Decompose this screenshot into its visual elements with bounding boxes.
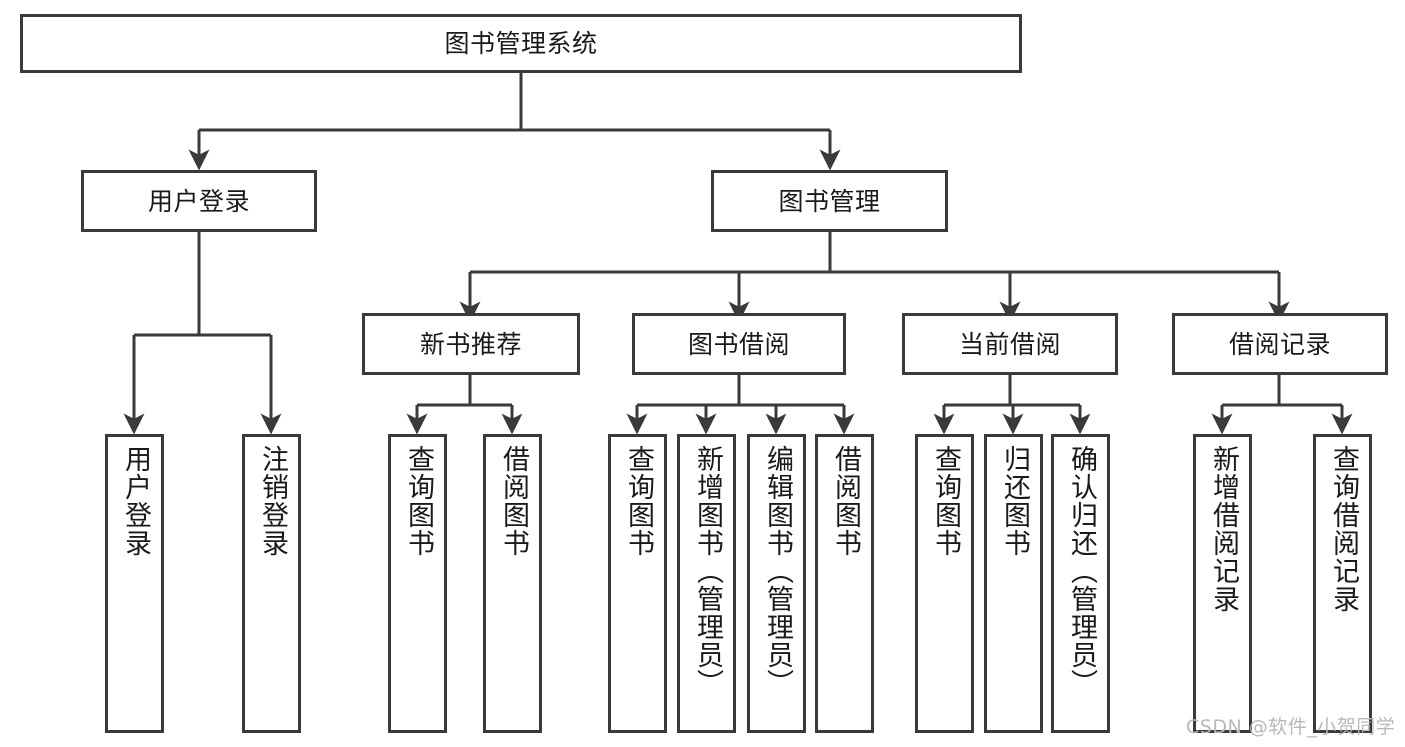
node-book-borrow[interactable]: 图书借阅 (632, 313, 846, 375)
node-root-system[interactable]: 图书管理系统 (20, 14, 1022, 73)
node-label: 注销登录 (256, 445, 288, 557)
leaf-query-book-current[interactable]: 查询图书 (915, 434, 974, 733)
node-label: 图书管理系统 (444, 29, 598, 58)
leaf-logout[interactable]: 注销登录 (242, 434, 301, 733)
node-label: 用户登录 (119, 445, 151, 557)
node-label: 编辑图书（管理员） (761, 445, 793, 697)
node-label: 当前借阅 (958, 329, 1061, 359)
node-label: 查询图书 (929, 445, 961, 557)
node-label: 图书借阅 (687, 329, 790, 359)
node-label: 归还图书 (998, 445, 1030, 557)
node-label: 用户登录 (147, 186, 250, 216)
watermark: CSDN @软件_小贺同学 (1186, 716, 1396, 738)
leaf-query-borrow-record[interactable]: 查询借阅记录 (1313, 434, 1372, 733)
node-new-book-recommend[interactable]: 新书推荐 (362, 313, 580, 375)
leaf-query-book-recommend[interactable]: 查询图书 (388, 434, 447, 733)
node-label: 新增借阅记录 (1207, 445, 1239, 613)
node-current-borrow[interactable]: 当前借阅 (902, 313, 1118, 375)
node-book-management[interactable]: 图书管理 (711, 170, 948, 232)
node-user-login[interactable]: 用户登录 (81, 170, 317, 232)
leaf-confirm-return-admin[interactable]: 确认归还（管理员） (1051, 434, 1110, 733)
node-label: 查询图书 (622, 445, 654, 557)
leaf-borrow-book-recommend[interactable]: 借阅图书 (483, 434, 542, 733)
node-label: 查询图书 (402, 445, 434, 557)
node-label: 借阅图书 (497, 445, 529, 557)
leaf-add-borrow-record[interactable]: 新增借阅记录 (1193, 434, 1252, 733)
node-label: 图书管理 (778, 186, 881, 216)
leaf-edit-book-admin[interactable]: 编辑图书（管理员） (747, 434, 806, 733)
node-label: 新增图书（管理员） (691, 445, 723, 697)
node-label: 查询借阅记录 (1327, 445, 1359, 613)
leaf-borrow-book[interactable]: 借阅图书 (815, 434, 874, 733)
node-label: 借阅图书 (829, 445, 861, 557)
node-label: 确认归还（管理员） (1065, 445, 1097, 697)
node-label: 新书推荐 (419, 329, 522, 359)
node-borrow-record[interactable]: 借阅记录 (1172, 313, 1388, 375)
leaf-query-book[interactable]: 查询图书 (608, 434, 667, 733)
leaf-return-book[interactable]: 归还图书 (984, 434, 1043, 733)
node-label: 借阅记录 (1228, 329, 1331, 359)
leaf-add-book-admin[interactable]: 新增图书（管理员） (677, 434, 736, 733)
leaf-user-login[interactable]: 用户登录 (105, 434, 164, 733)
